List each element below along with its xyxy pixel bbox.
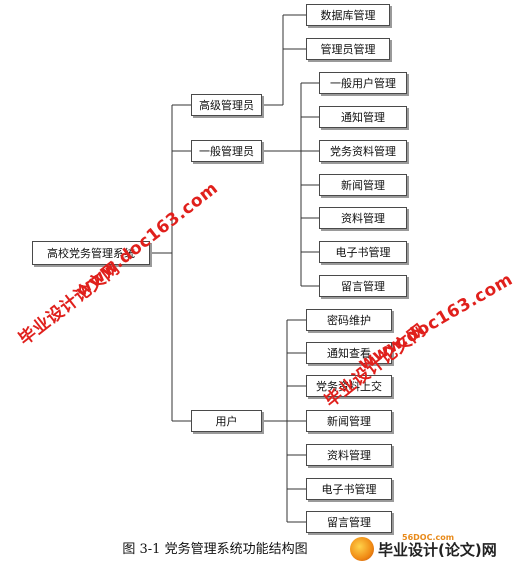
leaf-node: 党务资料管理 — [319, 140, 407, 162]
group-node-senior-admin: 高级管理员 — [191, 94, 262, 116]
leaf-node: 数据库管理 — [306, 4, 390, 26]
leaf-node: 资料管理 — [306, 444, 392, 466]
group-node-user: 用户 — [191, 410, 262, 432]
figure-caption: 图 3-1 党务管理系统功能结构图 — [122, 542, 308, 557]
leaf-node: 资料管理 — [319, 207, 407, 229]
leaf-node: 电子书管理 — [306, 478, 392, 500]
leaf-node: 管理员管理 — [306, 38, 390, 60]
site-logo: 56DOC.com 毕业设计(论文)网 — [350, 533, 518, 565]
leaf-node: 通知管理 — [319, 106, 407, 128]
leaf-node: 一般用户管理 — [319, 72, 407, 94]
logo-globe-icon — [350, 537, 374, 561]
logo-text: 毕业设计(论文)网 — [378, 540, 497, 559]
leaf-node: 新闻管理 — [306, 410, 392, 432]
group-node-general-admin: 一般管理员 — [191, 140, 262, 162]
logo-site-text: 56DOC.com — [402, 533, 455, 542]
leaf-node: 密码维护 — [306, 309, 392, 331]
leaf-node: 留言管理 — [306, 511, 392, 533]
leaf-node: 电子书管理 — [319, 241, 407, 263]
leaf-node: 新闻管理 — [319, 174, 407, 196]
root-node: 高校党务管理系统 — [32, 241, 150, 265]
leaf-node: 通知查看 — [306, 342, 392, 364]
leaf-node: 党务资料上交 — [306, 375, 392, 397]
leaf-node: 留言管理 — [319, 275, 407, 297]
